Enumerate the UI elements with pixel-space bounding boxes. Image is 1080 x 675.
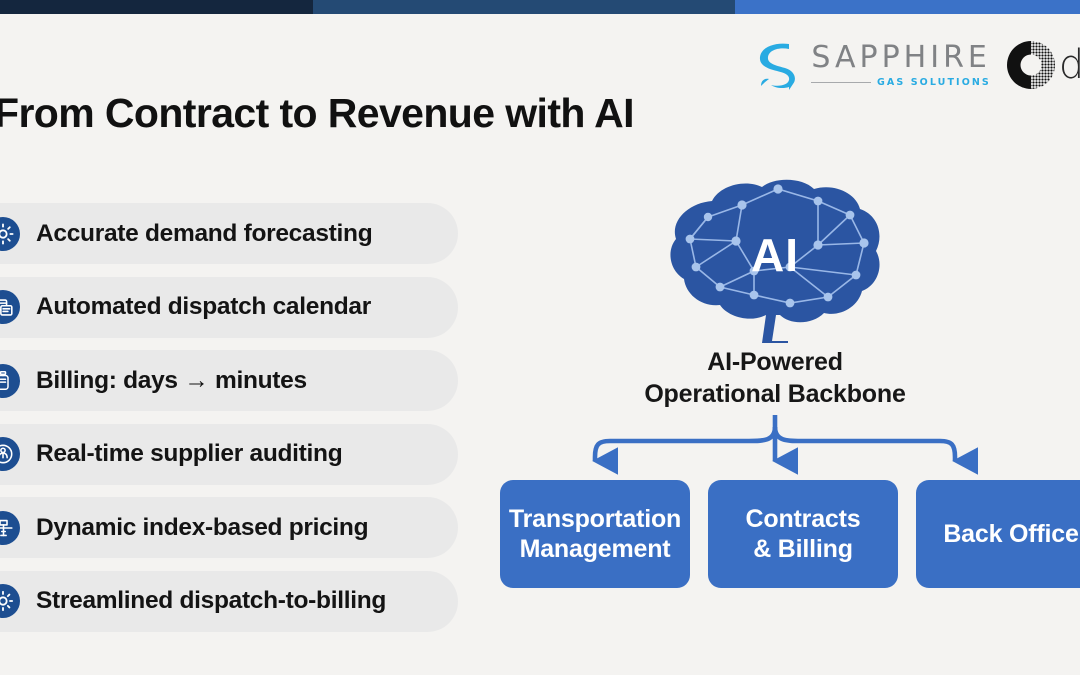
list-item-label: Automated dispatch calendar	[36, 293, 371, 320]
box-line1: Transportation	[508, 504, 682, 533]
list-item-label: Dynamic index-based pricing	[36, 513, 369, 541]
audit-gauge-icon	[0, 437, 20, 471]
benefits-list: Accurate demand forecasting Automated di…	[0, 203, 458, 632]
list-item-label: Streamlined dispatch-to-billing	[36, 587, 387, 614]
box-line1: Contracts	[745, 504, 861, 533]
list-item-label: Accurate demand forecasting	[36, 219, 373, 247]
box-line2: & Billing	[753, 535, 853, 563]
sapphire-tagline-row: GAS SOLUTIONS	[811, 78, 991, 88]
sun-forecast-icon	[0, 216, 20, 251]
top-accent-bar	[0, 0, 1080, 14]
page-title: From Contract to Revenue with AI	[0, 90, 634, 136]
capability-box-transportation[interactable]: Transportation Management	[500, 480, 690, 588]
sun-streamline-icon	[0, 584, 20, 618]
ai-brain-graphic: AI	[650, 175, 900, 343]
top-bar-segment-bright	[735, 0, 1080, 14]
sapphire-divider-rule	[811, 82, 872, 83]
ai-backbone-diagram: AI AI-Powered Operational Backbone	[470, 175, 1080, 615]
deloitte-logo: del	[1004, 39, 1080, 91]
list-item[interactable]: Billing: days → minutes	[0, 350, 458, 411]
sapphire-s-mark-icon	[760, 43, 796, 90]
logo-row: SAPPHIRE GAS SOLUTIONS	[749, 36, 1080, 94]
deloitte-wordmark: del	[1058, 42, 1080, 88]
sapphire-logo: SAPPHIRE GAS SOLUTIONS	[749, 40, 991, 90]
calendar-dispatch-icon	[0, 290, 20, 324]
brain-shape-icon	[670, 179, 880, 343]
top-bar-segment-mid	[313, 0, 735, 14]
gas-cylinder-icon	[0, 363, 20, 398]
top-bar-segment-dark	[0, 0, 313, 14]
deloitte-ring-icon	[1004, 39, 1057, 91]
sapphire-wordmark-block: SAPPHIRE GAS SOLUTIONS	[811, 39, 991, 88]
backbone-caption: AI-Powered Operational Backbone	[470, 347, 1080, 410]
backbone-caption-line2: Operational Backbone	[644, 379, 906, 408]
box-line2: Management	[519, 535, 671, 563]
connector-arrows	[592, 415, 978, 475]
pricing-scale-icon	[0, 510, 20, 545]
list-item[interactable]: Automated dispatch calendar	[0, 276, 458, 338]
capability-box-back-office[interactable]: Back Office	[916, 480, 1080, 588]
box-line1: Back Office	[943, 519, 1079, 548]
capability-box-contracts[interactable]: Contracts & Billing	[708, 480, 898, 588]
sapphire-wordmark: SAPPHIRE	[811, 39, 991, 75]
sapphire-tagline: GAS SOLUTIONS	[877, 76, 991, 88]
list-item[interactable]: Accurate demand forecasting	[0, 203, 458, 264]
capability-boxes: Transportation Management Contracts & Bi…	[500, 480, 1080, 588]
list-item-label: Real-time supplier auditing	[36, 440, 343, 467]
list-item[interactable]: Streamlined dispatch-to-billing	[0, 570, 458, 632]
list-item[interactable]: Dynamic index-based pricing	[0, 497, 458, 558]
backbone-caption-line1: AI-Powered	[707, 348, 843, 376]
list-item[interactable]: Real-time supplier auditing	[0, 423, 458, 485]
list-item-label: Billing: days → minutes	[36, 366, 307, 394]
